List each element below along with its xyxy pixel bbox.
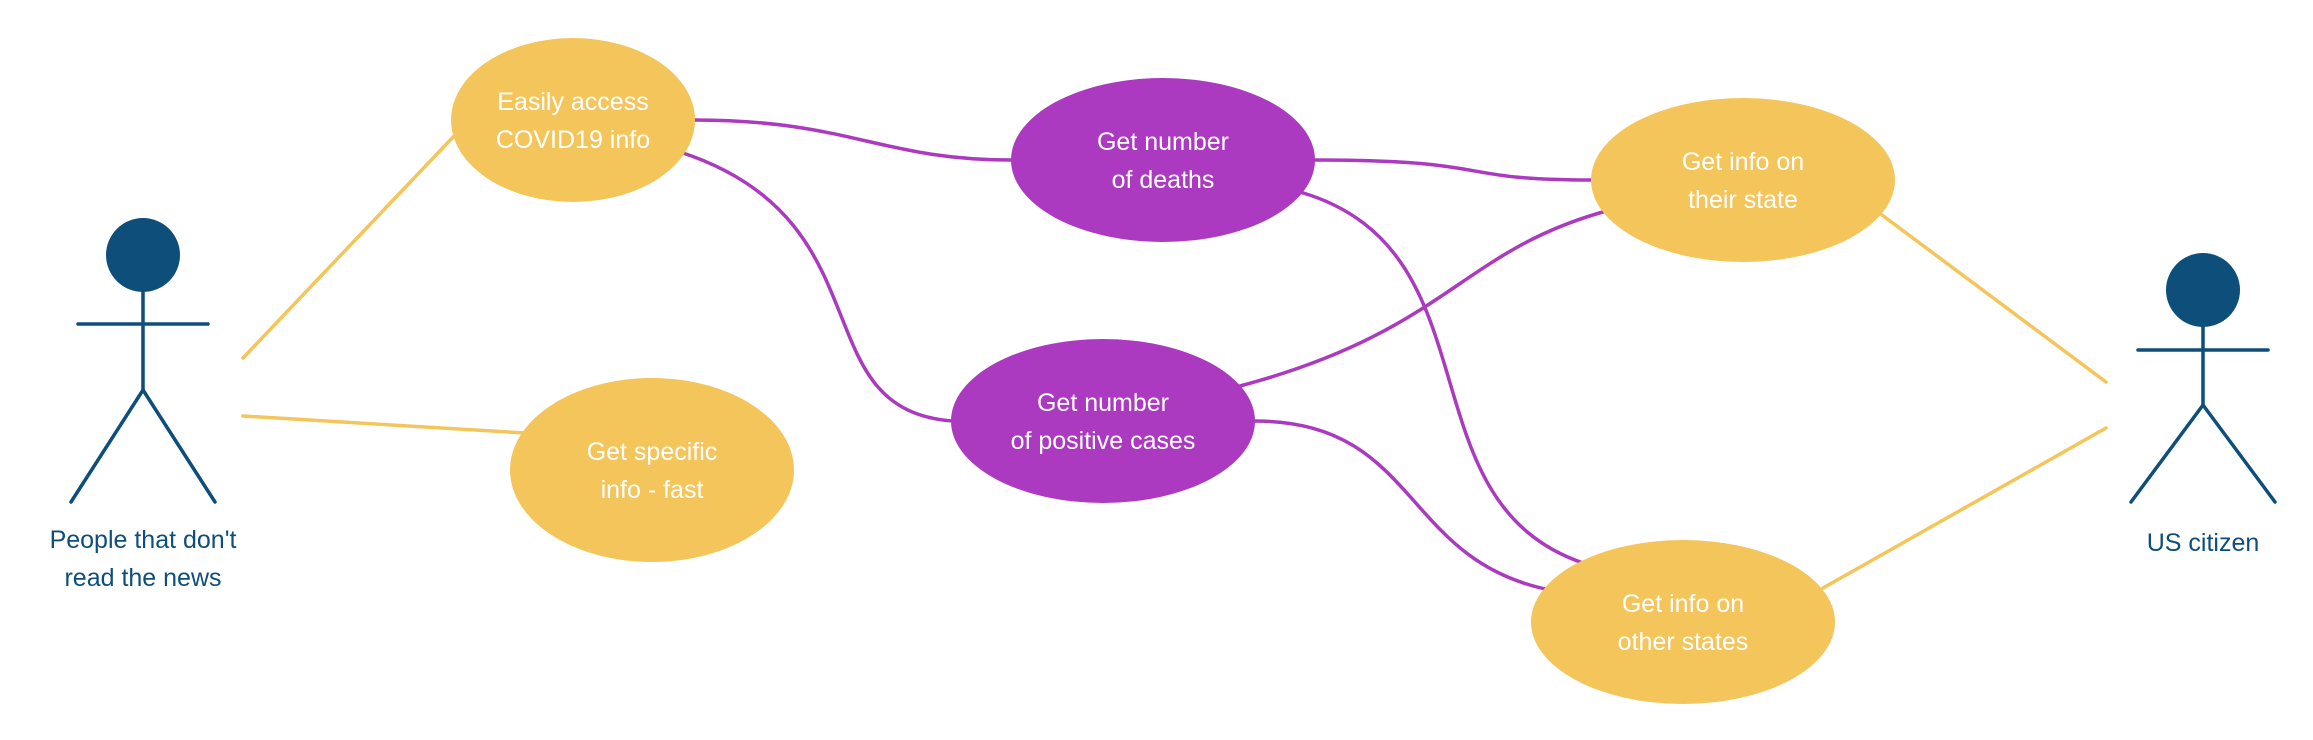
actors-layer: People that don't read the news US citizen [50, 218, 2277, 592]
edge-get-positive-to-other-states [1252, 419, 1552, 592]
actor-right-leg [141, 388, 217, 504]
actor-left-leg [69, 388, 145, 504]
use-case-ellipse [1011, 78, 1315, 242]
use-case-ellipse [951, 339, 1255, 503]
use-case-label-line: of deaths [1112, 166, 1215, 194]
actor-label-line: People that don't [50, 526, 237, 554]
edge-us-citizen-to-other-states [1821, 426, 2108, 590]
use-case-ellipse [510, 378, 794, 562]
edge-get-deaths-to-their-state [1312, 158, 1593, 182]
use-case-ellipse [1531, 540, 1835, 704]
use-case-label-line: Get number [1037, 389, 1169, 417]
edge-people-news-to-easily-access [241, 133, 457, 360]
use-case-get-specific[interactable]: Get specific info - fast [510, 378, 794, 562]
use-case-label-line: Get number [1097, 128, 1229, 156]
edge-easily-access-to-get-deaths [692, 118, 1014, 162]
actor-head [2166, 253, 2240, 327]
use-case-label-line: other states [1618, 628, 1749, 656]
use-case-label-line: Get info on [1622, 590, 1744, 618]
use-case-ellipse [1591, 98, 1895, 262]
use-case-label-line: their state [1688, 186, 1798, 214]
actor-people-news[interactable]: People that don't read the news [50, 218, 237, 592]
use-case-their-state[interactable]: Get info on their state [1591, 98, 1895, 262]
actor-label-line: read the news [64, 564, 221, 592]
edge-get-deaths-to-other-states [1298, 190, 1585, 565]
edge-get-positive-to-their-state [1238, 208, 1612, 388]
edges-layer [241, 118, 2108, 592]
use-case-ellipse [451, 38, 695, 202]
use-case-other-states[interactable]: Get info on other states [1531, 540, 1835, 704]
use-case-label-line: of positive cases [1011, 427, 1196, 455]
use-case-label-line: COVID19 info [496, 126, 650, 154]
actor-us-citizen[interactable]: US citizen [2129, 253, 2277, 557]
use-case-label-line: Get specific [587, 438, 718, 466]
actor-left-leg [2129, 403, 2205, 504]
use-case-get-positive[interactable]: Get number of positive cases [951, 339, 1255, 503]
use-case-label-line: info - fast [601, 476, 704, 504]
actor-head [106, 218, 180, 292]
actor-label-line: US citizen [2147, 529, 2260, 557]
edge-us-citizen-to-their-state [1880, 213, 2108, 384]
use-case-label-line: Easily access [497, 88, 648, 116]
edge-people-news-to-get-specific [241, 414, 527, 435]
use-case-get-deaths[interactable]: Get number of deaths [1011, 78, 1315, 242]
edge-easily-access-to-get-positive [678, 150, 955, 423]
use-case-label-line: Get info on [1682, 148, 1804, 176]
actor-right-leg [2201, 403, 2277, 504]
